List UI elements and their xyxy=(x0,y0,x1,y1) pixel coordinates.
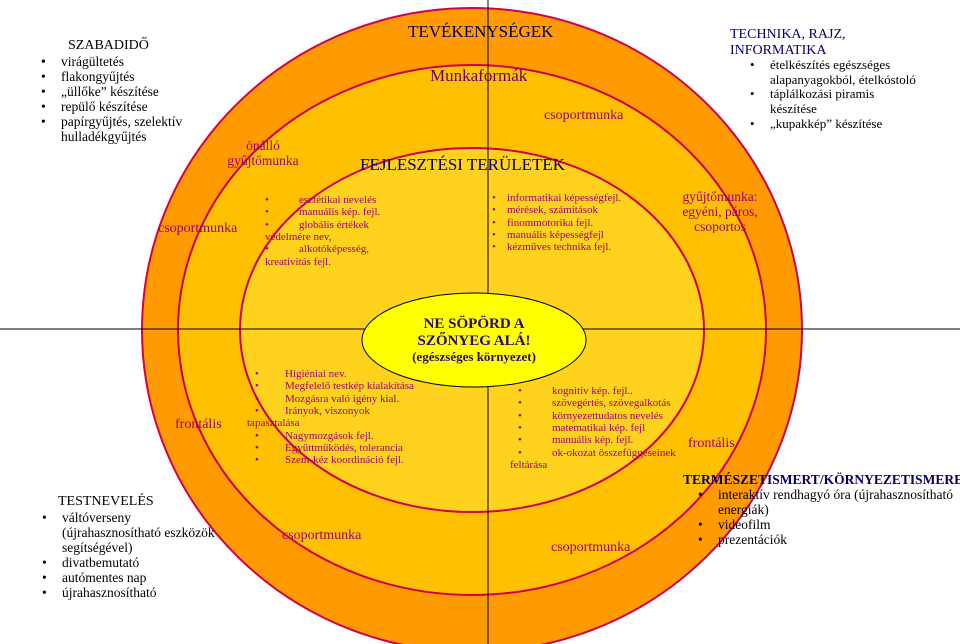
list-item: •Higiéniai nev. xyxy=(255,368,347,380)
list-item: •manuális kép. fejl. xyxy=(518,434,634,447)
center-line-2: SZŐNYEG ALÁ! xyxy=(417,332,531,349)
szabadido-list: •virágültetés •flakongyűjtés •„üllőke” k… xyxy=(30,54,240,145)
list-item: •„üllőke” készítése xyxy=(41,83,159,99)
csoportmunka-bottom-right-label: csoportmunka xyxy=(551,540,631,555)
list-item: •Nagymozgások fejl. xyxy=(255,429,374,442)
onallo-gyujtomunka-label: önálló gyűjtőmunka xyxy=(227,138,299,169)
list-item: •matematikai kép. fejl xyxy=(518,421,646,434)
center-ellipse xyxy=(361,292,587,388)
list-item: •esztétikai nevelés xyxy=(265,194,377,206)
technika-title: TECHNIKA, RAJZ, INFORMATIKA xyxy=(730,27,846,58)
list-item: •autómentes nap xyxy=(42,570,147,586)
list-item: •szövegértés, szövegalkotás xyxy=(518,397,671,410)
center-text: NE SÖPÖRD A SZŐNYEG ALÁ! (egészséges kör… xyxy=(380,316,568,364)
csoportmunka-bottom-left-label: csoportmunka xyxy=(282,528,362,543)
list-item: •videofilm xyxy=(698,517,771,533)
q3-block: •Higiéniai nev. •Megfelelő testkép kiala… xyxy=(247,368,422,467)
list-item: •Irányok, viszonyok tapasztalása xyxy=(247,404,370,430)
list-item: •manuális kép. fejl. xyxy=(265,206,381,219)
center-line-3: (egészséges környezet) xyxy=(412,348,536,364)
q3-list: •Higiéniai nev. •Megfelelő testkép kiala… xyxy=(247,368,422,467)
list-item: •virágültetés xyxy=(41,54,240,69)
szabadido-title: SZABADIDŐ xyxy=(68,38,149,53)
q1-block: •esztétikai nevelés •manuális kép. fejl.… xyxy=(265,194,415,268)
list-item: •Mozgásra való igény kial. xyxy=(255,392,400,405)
list-item: •váltóverseny (újrahasznosítható eszközö… xyxy=(42,509,215,555)
gyujtomunka-right-label: gyűjtőmunka: egyéni, páros, csoportos xyxy=(682,189,758,233)
list-item: •Szem-kéz koordináció fejl. xyxy=(255,454,404,467)
testneveles-block: TESTNEVELÉS •váltóverseny (újrahasznosít… xyxy=(40,494,230,600)
list-item: •ok-okozat összefüggéseinek feltárása xyxy=(510,446,676,471)
termeszet-list: •interaktív rendhagyó óra (újrahasznosít… xyxy=(683,487,960,547)
q2-list: •informatikai képességfejl. •mérések, sz… xyxy=(492,192,642,254)
list-item: •táplálkozási piramis készítése xyxy=(750,86,875,116)
list-item: •repülő készítése xyxy=(41,99,148,114)
termeszet-block: TERMÉSZETISMERT/KÖRNYEZETISMERET •intera… xyxy=(683,472,960,548)
technika-block: TECHNIKA, RAJZ, INFORMATIKA •ételkészíté… xyxy=(730,27,958,131)
q2-block: •informatikai képességfejl. •mérések, sz… xyxy=(492,192,642,254)
list-item: •kézműves technika fejl. xyxy=(492,241,612,254)
q1-list: •esztétikai nevelés •manuális kép. fejl.… xyxy=(265,194,415,268)
list-item: •papírgyűjtés, szelektív hulladékgyűjtés xyxy=(41,114,183,145)
list-item: •Megfelelő testkép kialakítása xyxy=(255,380,414,393)
csoportmunka-left-label: csoportmunka xyxy=(158,221,238,236)
list-item: •környezettudatos nevelés xyxy=(518,409,663,422)
tevekenysegek-title: TEVÉKENYSÉGEK xyxy=(408,22,554,41)
frontalis-right-label: frontális xyxy=(688,436,735,451)
munkaformak-title: Munkaformák xyxy=(430,66,528,85)
list-item: •interaktív rendhagyó óra (újrahasznosít… xyxy=(698,487,954,518)
list-item: •kognitív kép. fejl.. xyxy=(518,385,633,397)
list-item: •divatbemutató xyxy=(42,555,140,570)
list-item: •mérések, számítások xyxy=(492,204,599,217)
list-item: •„kupakkép” készítése xyxy=(750,115,883,131)
testneveles-title: TESTNEVELÉS xyxy=(58,494,154,509)
termeszet-title: TERMÉSZETISMERT/KÖRNYEZETISMERET xyxy=(683,472,960,487)
center-line-1: NE SÖPÖRD A xyxy=(423,316,525,332)
csoportmunka-top-label: csoportmunka xyxy=(544,108,624,123)
fejlesztesi-teruletek-title: FEJLESZTÉSI TERÜLETEK xyxy=(360,155,566,174)
list-item: •prezentációk xyxy=(698,532,787,548)
szabadido-block: SZABADIDŐ •virágültetés •flakongyűjtés •… xyxy=(30,38,240,144)
list-item: •finommotorika fejl. xyxy=(492,216,594,229)
q4-block: •kognitív kép. fejl.. •szövegértés, szöv… xyxy=(510,385,680,471)
frontalis-left-label: frontális xyxy=(175,417,222,432)
q4-list: •kognitív kép. fejl.. •szövegértés, szöv… xyxy=(510,385,680,471)
list-item: •Együttműködés, tolerancia xyxy=(255,441,403,454)
list-item: •alkotóképesség, kreativitás fejl. xyxy=(265,243,369,268)
list-item: •flakongyűjtés xyxy=(41,68,135,84)
list-item: •újrahasznosítható xyxy=(42,585,157,601)
list-item: •globális értékek védelmére nev, xyxy=(265,218,369,243)
list-item: •informatikai képességfejl. xyxy=(492,192,622,204)
technika-list: •ételkészítés egészséges alapanyagokból,… xyxy=(730,58,958,131)
testneveles-list: •váltóverseny (újrahasznosítható eszközö… xyxy=(40,510,230,601)
list-item: •ételkészítés egészséges alapanyagokból,… xyxy=(750,57,916,87)
list-item: •manuális képességfejl xyxy=(492,228,604,241)
